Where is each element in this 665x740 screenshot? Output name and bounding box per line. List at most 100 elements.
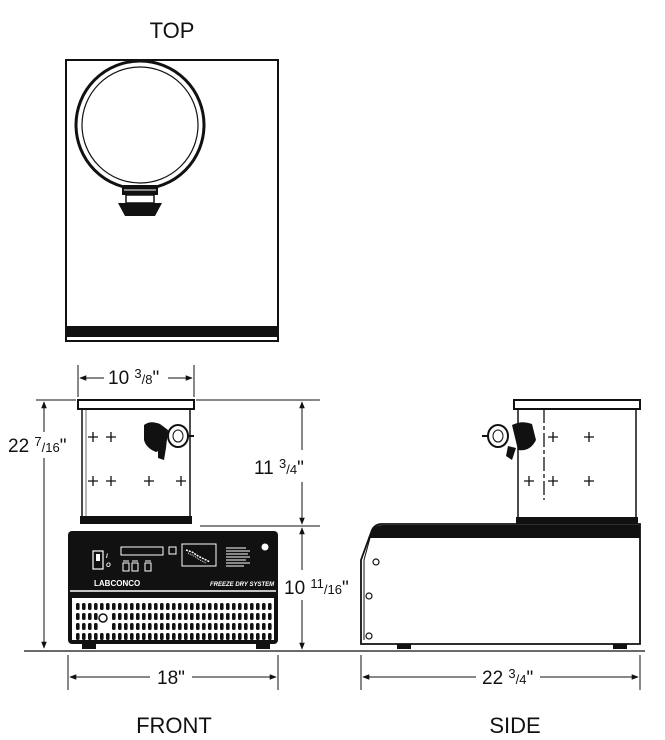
- vent-slot: [88, 623, 92, 630]
- vent-slot: [130, 633, 134, 640]
- vent-slot: [256, 633, 260, 640]
- vent-slot: [142, 603, 146, 610]
- vent-slot: [262, 603, 266, 610]
- brand-label: LABCONCO: [94, 579, 140, 588]
- vent-slot: [232, 623, 236, 630]
- side-chamber-lid: [513, 399, 641, 410]
- vent-slot: [136, 613, 140, 620]
- vent-slot: [118, 603, 122, 610]
- vent-slot: [160, 633, 164, 640]
- vent-slot: [226, 633, 230, 640]
- front-chamber-base: [80, 516, 192, 524]
- vent-slot: [118, 633, 122, 640]
- vent-slot: [166, 633, 170, 640]
- vent-slot: [124, 633, 128, 640]
- vent-slot: [190, 623, 194, 630]
- instruction-lines: [226, 547, 250, 567]
- vent-slot: [130, 623, 134, 630]
- vent-slot: [190, 633, 194, 640]
- vent-slot: [172, 613, 176, 620]
- vent-slot: [208, 633, 212, 640]
- indicator-light: [261, 543, 269, 551]
- vent-slot: [244, 603, 248, 610]
- front-foot-right: [256, 644, 270, 649]
- vent-slot: [112, 633, 116, 640]
- vent-slot: [172, 623, 176, 630]
- status-graph: [181, 543, 217, 567]
- vent-slot: [148, 633, 152, 640]
- vent-slot: [166, 613, 170, 620]
- front-width-label: 18": [157, 668, 185, 689]
- vent-slot: [88, 613, 92, 620]
- vent-slot: [256, 623, 260, 630]
- vent-slot: [262, 633, 266, 640]
- vent-slot: [94, 623, 98, 630]
- vent-slot: [268, 633, 272, 640]
- vent-slot: [244, 623, 248, 630]
- vent-slot: [124, 623, 128, 630]
- vent-slot: [208, 613, 212, 620]
- top-view-label: TOP: [150, 18, 195, 43]
- vent-slot: [118, 623, 122, 630]
- vent-slot: [250, 603, 254, 610]
- base-height-label: 10 11/16": [284, 576, 349, 599]
- system-label: FREEZE DRY SYSTEM: [210, 582, 275, 588]
- vent-slot: [184, 623, 188, 630]
- svg-text:I: I: [106, 554, 108, 560]
- chamber-width-label: 10 3/8": [108, 366, 159, 389]
- dimension-lines: [36, 365, 641, 690]
- vent-slot: [232, 603, 236, 610]
- vent-slot: [226, 623, 230, 630]
- vent-slot: [148, 613, 152, 620]
- vent-slot: [112, 623, 116, 630]
- side-foot-right: [613, 644, 627, 649]
- vent-slot: [82, 603, 86, 610]
- vent-slot: [190, 613, 194, 620]
- vent-slot: [172, 603, 176, 610]
- vent-slot: [106, 603, 110, 610]
- vent-slot: [178, 623, 182, 630]
- vent-slot: [94, 603, 98, 610]
- vent-slot: [160, 603, 164, 610]
- vent-slot: [214, 623, 218, 630]
- vent-slot: [154, 613, 158, 620]
- svg-text:O: O: [106, 563, 111, 569]
- vent-slot: [82, 613, 86, 620]
- vent-slot: [232, 633, 236, 640]
- vent-slot: [142, 613, 146, 620]
- vent-slot: [262, 613, 266, 620]
- vent-slot: [220, 633, 224, 640]
- vent-slot: [154, 603, 158, 610]
- vent-slot: [238, 623, 242, 630]
- vent-slot: [196, 623, 200, 630]
- vent-slot: [226, 613, 230, 620]
- vent-slot: [142, 623, 146, 630]
- vent-slot: [124, 613, 128, 620]
- vent-slot: [220, 613, 224, 620]
- front-foot-left: [82, 644, 96, 649]
- vent-slot: [130, 613, 134, 620]
- vent-slot: [136, 623, 140, 630]
- front-shelf-marks: [88, 432, 186, 486]
- control-buttons: [122, 560, 152, 572]
- front-chamber-lid: [77, 399, 195, 410]
- top-valve-icon: [118, 185, 162, 216]
- vent-slot: [256, 613, 260, 620]
- vent-slot: [82, 633, 86, 640]
- vent-slot: [196, 633, 200, 640]
- vent-slot: [94, 613, 98, 620]
- vent-slot: [238, 633, 242, 640]
- vent-slot: [214, 613, 218, 620]
- vent-slot: [106, 633, 110, 640]
- vent-slot: [268, 603, 272, 610]
- display-window: [120, 546, 164, 556]
- vent-slot: [124, 603, 128, 610]
- vent-slot: [160, 613, 164, 620]
- vent-slot: [232, 613, 236, 620]
- vent-slot: [76, 613, 80, 620]
- vent-slot: [178, 613, 182, 620]
- vent-slot: [268, 623, 272, 630]
- vent-slot: [154, 623, 158, 630]
- vent-slot: [250, 623, 254, 630]
